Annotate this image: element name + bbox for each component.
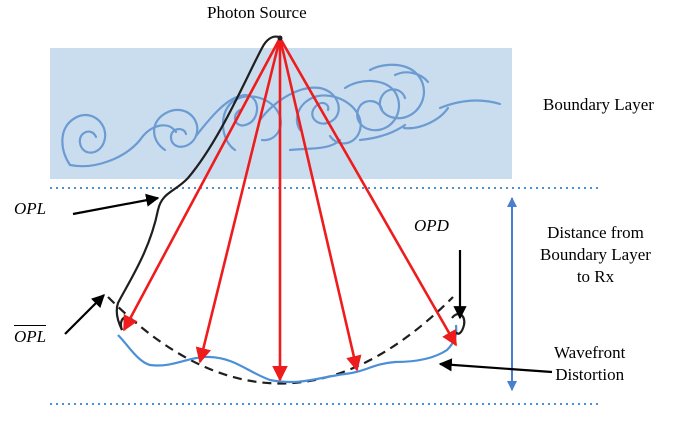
opl-bar-pointer-arrow [64,294,105,335]
ray-2 [195,37,282,364]
wavefront-label-line-1: Wavefront [554,343,626,362]
opl-path [115,35,280,331]
wavefront-label-line-2: Distortion [555,365,625,384]
distorted-wavefront [117,324,458,384]
opd-label: OPD [414,216,449,235]
ray-5 [278,37,458,347]
wavefront-pointer-arrow [438,358,553,374]
opl-label: OPL [14,199,47,218]
ray-4 [278,37,362,372]
distance-label-line-2: Boundary Layer [540,245,651,264]
turbulence-swirls [61,63,502,168]
ray-1 [122,37,282,332]
distance-label-line-3: to Rx [576,267,615,286]
opl-pointer-arrow [72,193,160,216]
opd-bracket [451,312,466,335]
photon-source-icon [277,35,283,41]
wavefront-distortion-label: Wavefront Distortion [554,342,625,386]
distance-label-line-1: Distance from [547,223,644,242]
light-rays [122,37,458,382]
photon-source-label: Photon Source [207,3,307,22]
boundary-layer-label: Boundary Layer [543,95,654,114]
distance-label: Distance from Boundary Layer to Rx [540,222,651,288]
opl-bar-label: OPL [14,325,47,346]
reference-wavefront-arc [107,296,454,385]
